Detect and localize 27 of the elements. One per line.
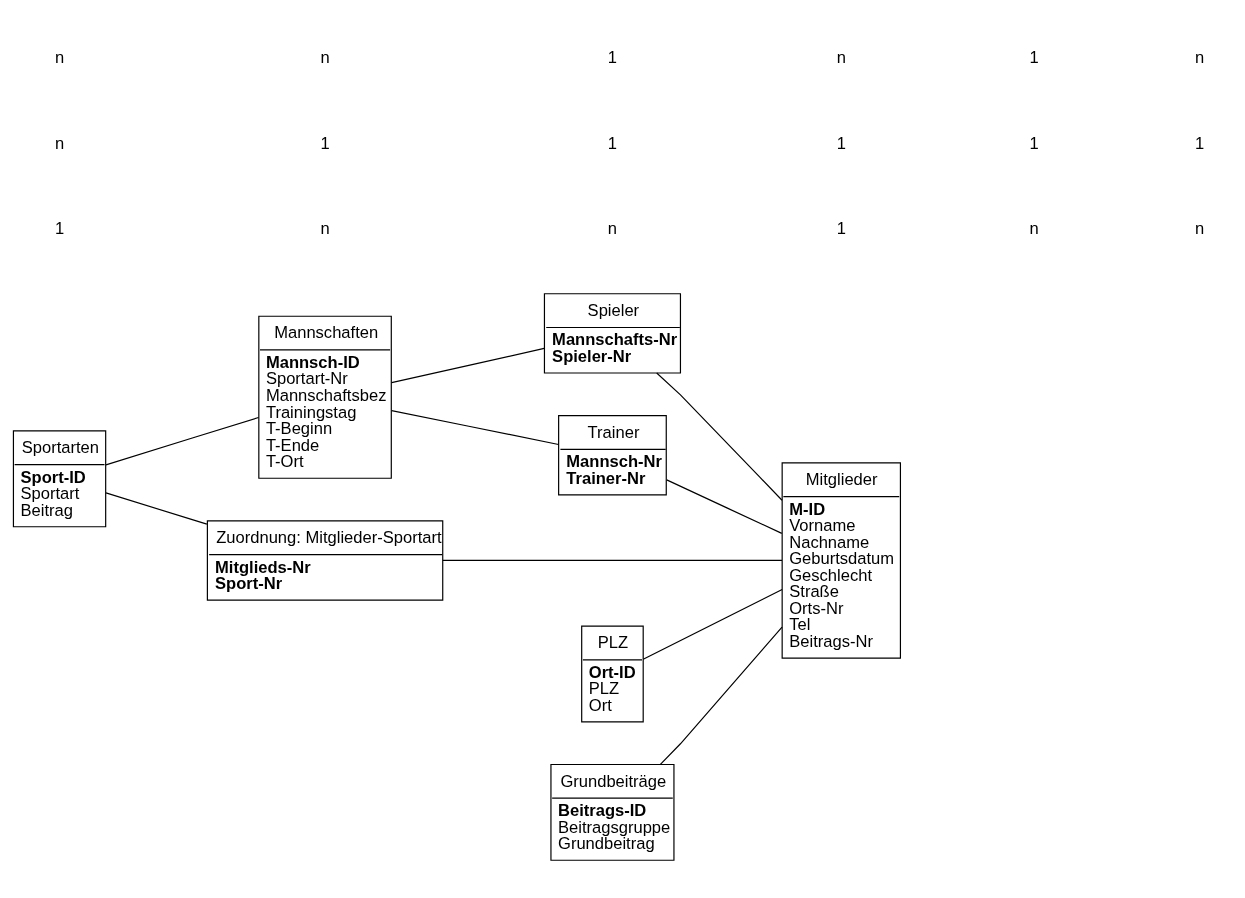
label: n xyxy=(836,48,846,68)
connector xyxy=(642,588,783,660)
label: 1 xyxy=(1029,48,1039,68)
label: n xyxy=(1195,218,1205,238)
label: 1 xyxy=(1195,133,1205,153)
label: n xyxy=(54,48,65,68)
label: 1 xyxy=(836,218,846,238)
connector xyxy=(659,626,783,765)
label: n xyxy=(320,218,330,238)
connector xyxy=(656,372,783,501)
label: n xyxy=(320,48,330,68)
connector xyxy=(391,409,560,446)
label: 1 xyxy=(607,133,618,153)
connector xyxy=(442,559,783,562)
label: 1 xyxy=(54,218,65,238)
label: n xyxy=(54,133,65,153)
label: 1 xyxy=(1029,133,1039,153)
connector xyxy=(105,492,208,525)
connector xyxy=(105,416,260,466)
connector xyxy=(391,347,545,384)
label: n xyxy=(1195,48,1205,68)
label: n xyxy=(1029,218,1039,238)
label: 1 xyxy=(320,133,330,153)
label: n xyxy=(607,218,618,238)
label: 1 xyxy=(836,133,846,153)
label: 1 xyxy=(607,48,618,68)
connector xyxy=(666,479,783,534)
